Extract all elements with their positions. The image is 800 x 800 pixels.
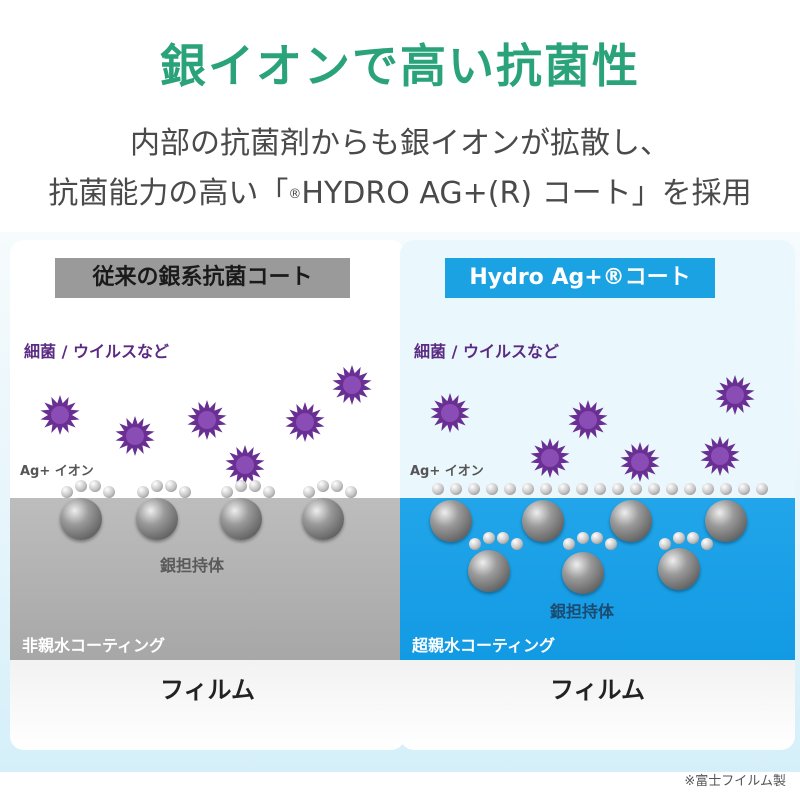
silver-ion-particle [702,483,714,495]
silver-ion-particle [540,483,552,495]
silver-ion-particle [720,483,732,495]
silver-ion-particle [687,532,699,544]
silver-ion-particle [576,483,588,495]
silver-ion-particle [450,483,462,495]
silver-carrier-particle [302,498,344,540]
film-label: フィルム [159,676,256,704]
ion-label: Ag+ イオン [410,464,484,479]
coating-label: 超親水コーティング [412,636,556,655]
silver-carrier-label: 銀担持体 [550,602,615,621]
silver-carrier-particle [562,552,604,594]
silver-ion-particle [511,538,523,550]
silver-ion-particle [605,538,617,550]
coating-label: 非親水コーティング [22,636,166,655]
conventional-panel-title: 従来の銀系抗菌コート [55,258,350,298]
silver-ion-particle [684,483,696,495]
silver-carrier-particle [60,498,102,540]
silver-ion-particle [673,532,685,544]
silver-ion-particle [666,483,678,495]
silver-ion-particle [497,532,509,544]
registered-mark: ® [288,187,302,202]
silver-ion-particle [701,538,713,550]
silver-ion-particle [591,532,603,544]
footnote: ※富士フイルム製 [684,774,786,789]
silver-ion-particle [61,486,73,498]
film-layer: フィルム [10,660,405,750]
silver-ion-particle [563,538,575,550]
film-layer: フィルム [400,660,795,750]
conventional-coating-panel: 従来の銀系抗菌コート 細菌 / ウイルスなど Ag+ イオン 銀担持体 非親水コ… [10,240,405,750]
silver-ion-particle [558,483,570,495]
silver-carrier-label: 銀担持体 [160,556,225,575]
silver-ion-particle [659,538,671,550]
silver-ion-particle [468,483,480,495]
silver-ion-particle [432,483,444,495]
virus-icon [430,393,470,433]
subtitle-line-2-a: 抗菌能力の高い「 [48,176,289,211]
silver-carrier-particle [430,500,472,542]
silver-carrier-particle [136,498,178,540]
silver-ion-particle [630,483,642,495]
silver-ion-particle [103,486,115,498]
silver-ion-particle [469,538,481,550]
silver-ion-particle [594,483,606,495]
silver-ion-particle [151,480,163,492]
silver-carrier-particle [220,498,262,540]
silver-ion-particle [483,532,495,544]
virus-icon [285,402,325,442]
silver-ion-particle [648,483,660,495]
silver-ion-particle [522,483,534,495]
virus-label: 細菌 / ウイルスなど [24,342,169,361]
subtitle-line-2-b: HYDRO AG+(R) コート」を採用 [301,176,752,211]
film-label: フィルム [549,676,646,704]
silver-ion-particle [738,483,750,495]
silver-ion-particle [249,480,261,492]
silver-carrier-particle [468,550,510,592]
silver-ion-particle [486,483,498,495]
silver-carrier-particle [522,500,564,542]
silver-ion-particle [89,480,101,492]
silver-ion-particle [263,486,275,498]
silver-ion-particle [235,480,247,492]
virus-icon [568,400,608,440]
hydro-panel-title: Hydro Ag+®コート [445,258,715,298]
silver-ion-particle [303,486,315,498]
ion-label: Ag+ イオン [20,464,94,479]
silver-ion-particle [75,480,87,492]
silver-ion-particle [331,480,343,492]
page-title: 銀イオンで高い抗菌性 [160,39,640,93]
virus-icon [115,416,155,456]
silver-ion-particle [137,486,149,498]
subtitle-line-1: 内部の抗菌剤からも銀イオンが拡散し、 [130,126,670,161]
silver-ion-particle [504,483,516,495]
silver-ion-particle [577,532,589,544]
silver-ion-particle [345,486,357,498]
silver-ion-particle [221,486,233,498]
silver-carrier-particle [705,500,747,542]
silver-ion-particle [317,480,329,492]
silver-ion-particle [756,483,768,495]
silver-ion-particle [612,483,624,495]
virus-icon [187,400,227,440]
silver-carrier-particle [658,548,700,590]
hydro-ag-coating-panel: Hydro Ag+®コート 細菌 / ウイルスなど Ag+ イオン 銀担持体 超… [400,240,795,750]
subtitle-line-2: 抗菌能力の高い「®HYDRO AG+(R) コート」を採用 [0,168,800,212]
virus-label: 細菌 / ウイルスなど [414,342,559,361]
virus-icon [620,442,660,482]
virus-icon [332,365,372,405]
virus-icon [715,375,755,415]
virus-icon [225,445,265,485]
virus-icon [40,395,80,435]
virus-icon [700,436,740,476]
virus-icon [530,438,570,478]
silver-carrier-particle [610,500,652,542]
silver-ion-particle [165,480,177,492]
silver-ion-particle [179,486,191,498]
